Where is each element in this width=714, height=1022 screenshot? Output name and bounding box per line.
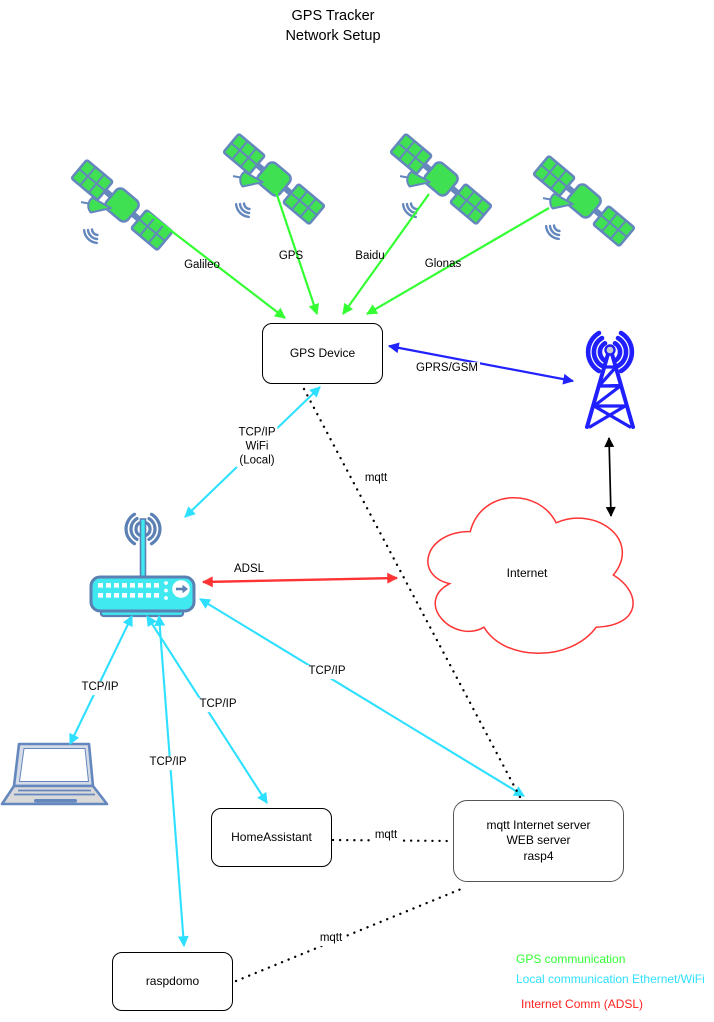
edge-router-laptop	[69, 615, 133, 745]
satellite-label-glonas: Glonas	[424, 258, 462, 271]
edge-label-tcpip-wifi-local: TCP/IP WiFi (Local)	[236, 426, 278, 468]
gps-communication-lines	[147, 191, 550, 319]
satellite-baidu-icon	[377, 131, 494, 240]
edge-label-tcpip-homeassistant: TCP/IP	[197, 698, 239, 712]
home-assistant-label: HomeAssistant	[231, 829, 312, 844]
satellite-label-gps: GPS	[278, 250, 304, 263]
satellite-label-galileo: Galileo	[184, 259, 220, 272]
legend-gps-communication: GPS communication	[516, 952, 626, 966]
mqtt-server-label-line3: rasp4	[523, 848, 554, 863]
edge-gpsdevice-tower-gprs	[387, 342, 575, 385]
raspdomo-label: raspdomo	[145, 973, 200, 988]
router-icon	[89, 512, 196, 618]
satellite-glonas-icon	[520, 153, 637, 262]
edge-gps-gpsdevice	[274, 191, 320, 316]
edge-tower-internet	[604, 437, 616, 517]
edge-raspdomo-server-mqtt	[234, 885, 468, 983]
title-line1: GPS Tracker	[291, 8, 375, 24]
cell-tower-icon	[585, 330, 635, 429]
edge-label-mqtt-raspdomo: mqtt	[317, 932, 345, 946]
edge-glonas-gpsdevice	[366, 207, 550, 315]
edge-baidu-gpsdevice	[342, 193, 430, 315]
laptop-icon	[0, 742, 109, 806]
edge-label-tcpip-raspdomo: TCP/IP	[147, 756, 189, 770]
mqtt-dotted-lines	[234, 387, 523, 983]
edge-label-mqtt-gps: mqtt	[362, 472, 390, 486]
gps-device-node: GPS Device	[262, 323, 383, 384]
edge-router-server	[199, 598, 525, 797]
edge-label-tcpip-laptop: TCP/IP	[79, 681, 121, 695]
edge-label-tcpip-server: TCP/IP	[306, 665, 348, 679]
edge-galileo-gpsdevice	[147, 212, 286, 319]
mqtt-server-node: mqtt Internet server WEB server rasp4	[453, 800, 624, 882]
edge-label-adsl: ADSL	[231, 563, 267, 577]
wifi-label-line2: WiFi	[245, 440, 269, 453]
edge-router-internet-adsl	[201, 572, 399, 588]
legend: GPS communication Local communication Et…	[516, 952, 705, 1017]
satellite-label-baidu: Baidu	[355, 250, 385, 263]
mqtt-server-label-line1: mqtt Internet server	[486, 817, 591, 832]
home-assistant-node: HomeAssistant	[211, 808, 332, 867]
edge-router-raspdomo	[154, 614, 189, 948]
edge-homeassistant-server-mqtt	[331, 838, 453, 843]
edge-gpsdevice-server-mqtt	[302, 387, 523, 801]
diagram-title: GPS Tracker Network Setup	[238, 6, 428, 47]
satellite-gps-icon	[210, 131, 327, 240]
legend-local-communication: Local communication Ethernet/WiFi	[516, 972, 705, 987]
mqtt-server-label-line2: WEB server	[506, 833, 571, 848]
edge-label-mqtt-homeassistant: mqtt	[372, 829, 400, 843]
title-line2: Network Setup	[285, 28, 381, 45]
wifi-label-line3: (Local)	[239, 453, 275, 466]
raspdomo-node: raspdomo	[112, 952, 233, 1011]
satellite-galileo-icon	[58, 157, 175, 266]
local-communication-lines	[69, 386, 525, 948]
internet-cloud-label: Internet	[506, 565, 548, 580]
edge-label-gprs-gsm: GPRS/GSM	[414, 362, 480, 376]
wifi-label-line1: TCP/IP	[238, 426, 276, 439]
legend-internet-communication: Internet Comm (ADSL)	[521, 996, 644, 1011]
gps-device-label: GPS Device	[289, 345, 356, 360]
